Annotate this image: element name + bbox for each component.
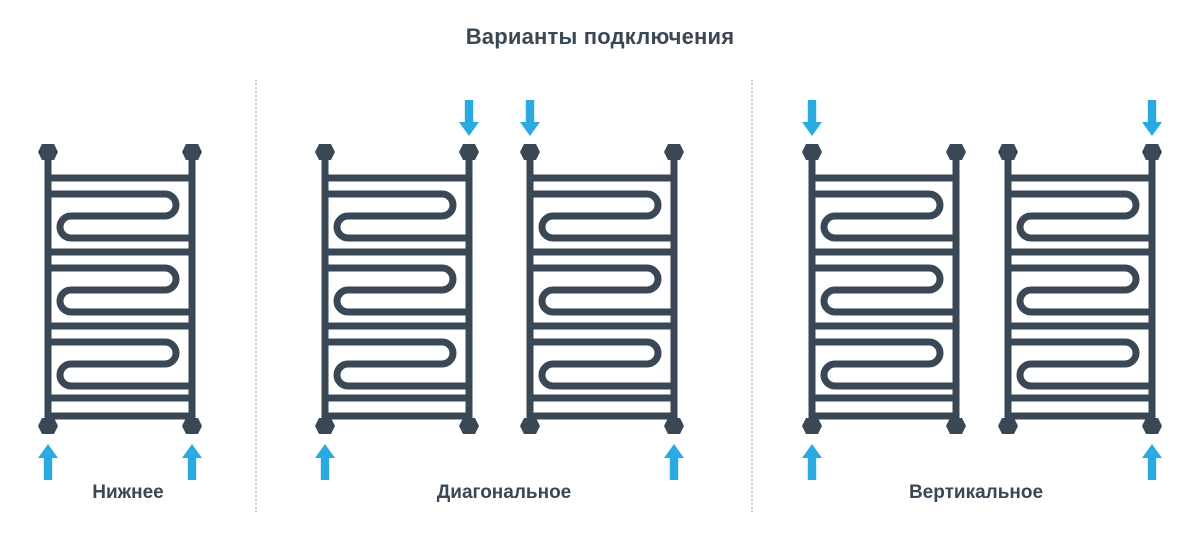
- towel-radiator-diagram: [995, 140, 1165, 440]
- towel-radiator-diagram: [312, 140, 482, 440]
- radiator-vertical-2: [995, 100, 1165, 480]
- section-vertical-connection: Вертикальное: [752, 0, 1200, 538]
- arrow-down-icon: [802, 100, 822, 136]
- radiator-bottom: [35, 100, 205, 480]
- diagram-title: Варианты подключения: [465, 24, 735, 49]
- section-bottom-connection: Нижнее: [0, 0, 256, 538]
- section-divider: [255, 80, 257, 512]
- radiator-diagonal-2: [517, 100, 687, 480]
- towel-radiator-diagram: [35, 140, 205, 440]
- arrow-up-icon: [802, 444, 822, 480]
- radiator-diagonal-1: [312, 100, 482, 480]
- arrow-down-icon: [1142, 100, 1162, 136]
- arrow-up-icon: [182, 444, 202, 480]
- arrow-up-icon: [664, 444, 684, 480]
- section-label-vertical: Вертикальное: [908, 482, 1044, 503]
- arrow-down-icon: [459, 100, 479, 136]
- towel-radiator-diagram: [517, 140, 687, 440]
- section-label-bottom: Нижнее: [92, 482, 164, 503]
- radiator-vertical-1: [799, 100, 969, 480]
- towel-radiator-diagram: [799, 140, 969, 440]
- arrow-up-icon: [315, 444, 335, 480]
- section-label-diagonal: Диагональное: [436, 482, 572, 503]
- arrow-up-icon: [1142, 444, 1162, 480]
- arrow-up-icon: [38, 444, 58, 480]
- section-diagonal-connection: Диагональное: [256, 0, 752, 538]
- arrow-down-icon: [520, 100, 540, 136]
- section-divider: [751, 80, 753, 512]
